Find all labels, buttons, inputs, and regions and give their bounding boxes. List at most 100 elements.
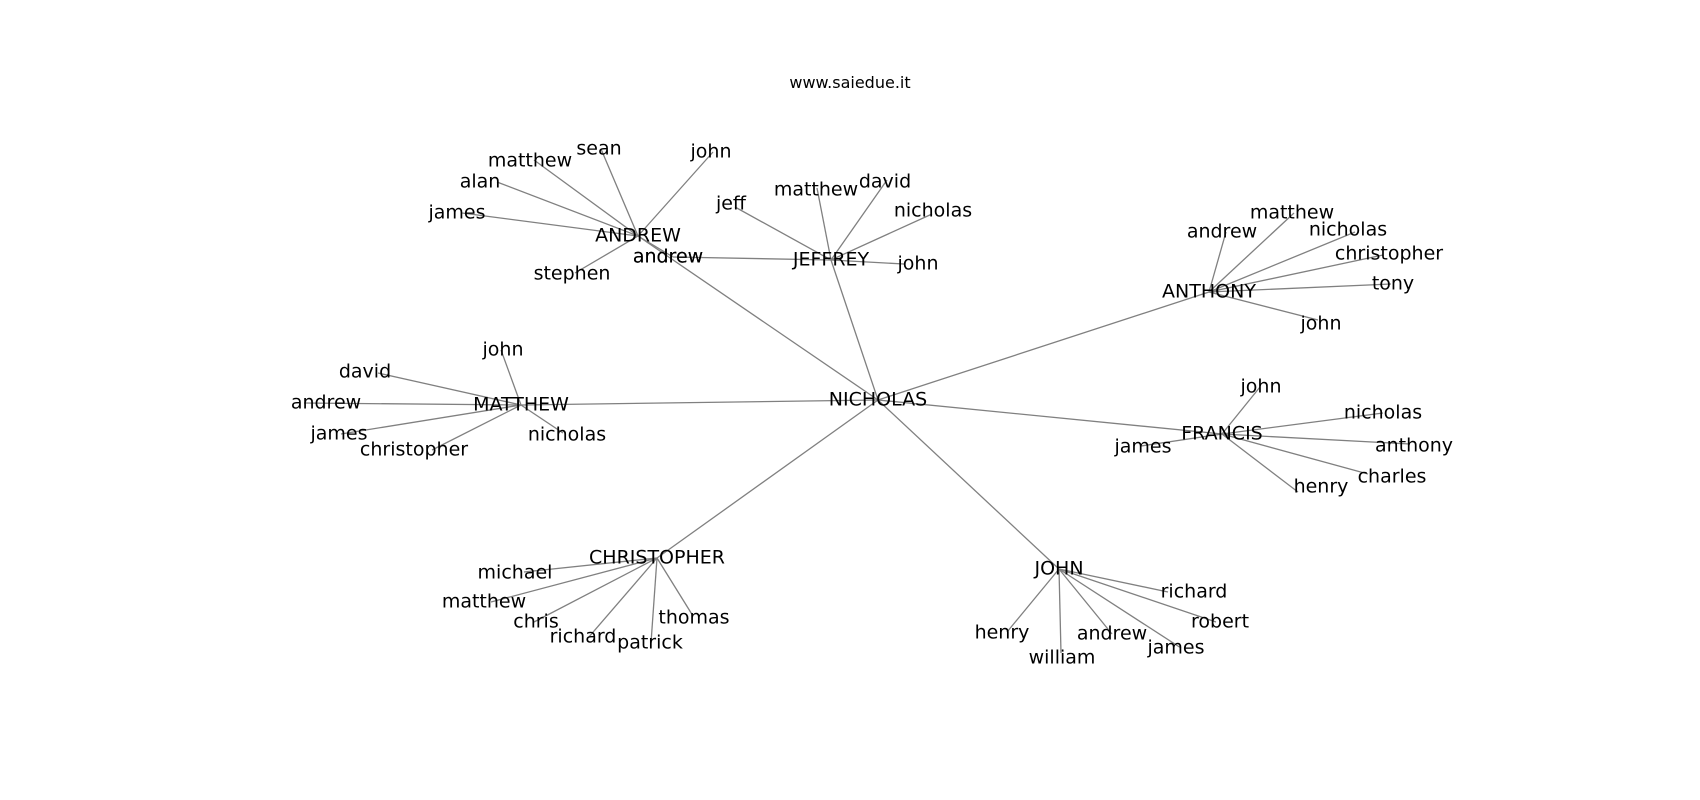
edge-francis-henry: [1221, 433, 1299, 493]
leaf-node-anthony-christopher: christopher: [1335, 243, 1443, 265]
label-layer: NICHOLASANDREWjohnseanmatthewalanjamesst…: [291, 138, 1453, 669]
leaf-node-jeffrey-matthew: matthew: [774, 179, 858, 201]
edge-francis-anthony: [1221, 433, 1411, 445]
leaf-node-anthony-john: john: [1300, 313, 1342, 335]
edge-jeffrey-jeff: [734, 206, 832, 261]
edge-john-henry: [1006, 568, 1060, 633]
leaf-node-christopher-michael: michael: [478, 562, 553, 584]
page-title: www.saiedue.it: [789, 73, 910, 92]
leaf-node-jeffrey-andrew: andrew: [633, 246, 703, 268]
edge-francis-john: [1221, 386, 1261, 435]
hub-node-christopher: CHRISTOPHER: [589, 547, 725, 569]
center-node-label: NICHOLAS: [829, 389, 927, 411]
edge-andrew-alan: [496, 181, 639, 237]
leaf-node-jeffrey-david: david: [859, 171, 911, 193]
hub-node-matthew: MATTHEW: [473, 394, 569, 416]
leaf-node-john-henry: henry: [975, 622, 1030, 644]
leaf-node-john-robert: robert: [1191, 611, 1249, 633]
edge-matthew-john: [500, 349, 522, 406]
edge-john-william: [1058, 568, 1062, 654]
edge-andrew-james: [461, 212, 639, 237]
leaf-node-christopher-patrick: patrick: [617, 632, 683, 654]
edge-matthew-nicholas: [520, 404, 564, 434]
leaf-node-john-william: william: [1029, 647, 1096, 669]
edge-christopher-richard: [587, 557, 658, 639]
leaf-node-andrew-matthew: matthew: [488, 150, 572, 172]
leaf-node-andrew-alan: alan: [460, 171, 501, 193]
edge-andrew-john: [637, 151, 714, 237]
leaf-node-anthony-andrew: andrew: [1187, 221, 1257, 243]
edge-layer: [303, 148, 1411, 654]
edge-christopher-patrick: [650, 557, 658, 644]
edge-francis-charles: [1221, 433, 1369, 475]
edge-christopher-michael: [523, 557, 658, 573]
edge-john-richard: [1058, 568, 1169, 593]
leaf-node-jeffrey-nicholas: nicholas: [894, 200, 972, 222]
leaf-node-andrew-andrew: andrew: [633, 246, 703, 268]
edge-christopher-matthew: [490, 557, 658, 603]
leaf-node-francis-charles: charles: [1358, 466, 1427, 488]
leaf-node-matthew-nicholas: nicholas: [528, 424, 606, 446]
leaf-node-francis-james: james: [1113, 436, 1171, 458]
leaf-node-christopher-chris: chris: [513, 611, 558, 633]
edge-andrew-sean: [600, 148, 639, 237]
edge-anthony-christopher: [1208, 254, 1384, 293]
leaf-node-francis-nicholas: nicholas: [1344, 402, 1422, 424]
edge-jeffrey-john: [830, 259, 905, 265]
edge-center-anthony: [877, 291, 1210, 401]
edge-jeffrey-nicholas: [830, 213, 933, 261]
hub-node-john: JOHN: [1033, 558, 1083, 580]
hub-node-jeffrey: JEFFREY: [792, 249, 870, 271]
edge-center-francis: [877, 399, 1223, 435]
edge-christopher-thomas: [656, 557, 694, 617]
edge-matthew-david: [377, 372, 522, 406]
edge-matthew-christopher: [431, 404, 522, 451]
edge-center-john: [877, 399, 1060, 570]
edge-andrew-stephen: [574, 235, 639, 274]
edge-francis-nicholas: [1221, 412, 1384, 435]
leaf-node-andrew-stephen: stephen: [534, 263, 611, 285]
edge-center-christopher: [656, 399, 879, 559]
leaf-node-matthew-andrew: andrew: [291, 392, 361, 414]
leaf-node-christopher-matthew: matthew: [442, 591, 526, 613]
leaf-node-john-andrew: andrew: [1077, 623, 1147, 645]
leaf-node-andrew-james: james: [427, 202, 485, 224]
hub-node-andrew: ANDREW: [595, 225, 681, 247]
leaf-node-matthew-christopher: christopher: [360, 439, 468, 461]
leaf-node-matthew-james: james: [309, 423, 367, 445]
edge-andrew-matthew: [533, 159, 639, 237]
leaf-node-christopher-thomas: thomas: [658, 607, 729, 629]
edge-christopher-chris: [533, 557, 658, 623]
edge-anthony-john: [1208, 291, 1319, 321]
leaf-node-andrew-john: john: [690, 141, 732, 163]
edge-jeffrey-matthew: [816, 187, 832, 261]
hub-node-anthony: ANTHONY: [1162, 281, 1256, 303]
edge-center-jeffrey: [830, 259, 879, 401]
edge-anthony-andrew: [1208, 231, 1227, 293]
edge-jeffrey-david: [830, 179, 888, 261]
leaf-node-christopher-richard: richard: [550, 626, 617, 648]
edge-andrew-andrew: [637, 235, 674, 258]
edge-francis-james: [1140, 433, 1223, 447]
leaf-node-andrew-sean: sean: [576, 138, 621, 160]
edge-anthony-tony: [1208, 283, 1392, 293]
edge-john-robert: [1058, 568, 1217, 623]
leaf-node-jeffrey-john: john: [897, 253, 939, 275]
leaf-node-matthew-john: john: [482, 339, 524, 361]
edge-center-matthew: [520, 399, 879, 406]
edge-matthew-james: [340, 404, 522, 435]
edge-matthew-andrew: [303, 402, 522, 406]
edge-anthony-nicholas: [1208, 231, 1356, 293]
leaf-node-john-james: james: [1146, 637, 1204, 659]
edge-jeffrey-andrew: [672, 256, 832, 261]
edge-john-james: [1058, 568, 1182, 649]
leaf-node-anthony-matthew: matthew: [1250, 202, 1334, 224]
leaf-node-francis-anthony: anthony: [1375, 435, 1453, 457]
leaf-node-anthony-tony: tony: [1372, 273, 1414, 295]
leaf-node-jeffrey-jeff: jeff: [715, 193, 747, 215]
hub-node-francis: FRANCIS: [1181, 423, 1263, 445]
edge-center-andrew: [637, 235, 879, 401]
leaf-node-anthony-nicholas: nicholas: [1309, 219, 1387, 241]
leaf-node-francis-john: john: [1240, 376, 1282, 398]
